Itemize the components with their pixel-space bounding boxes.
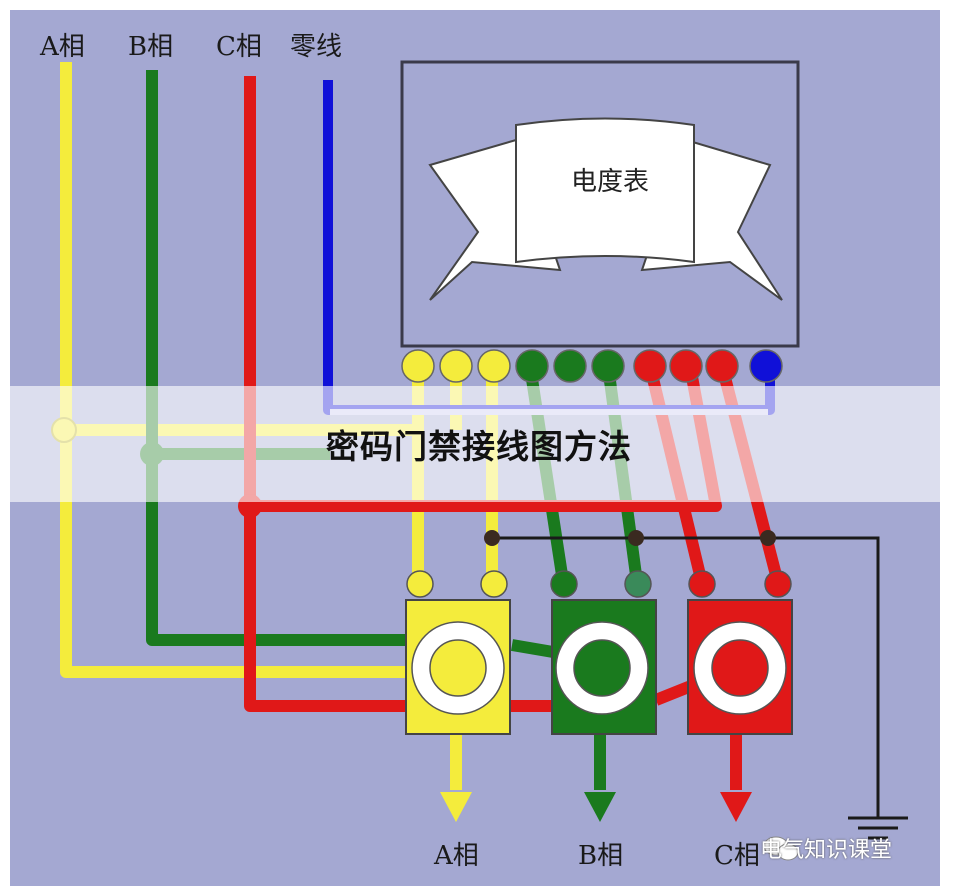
top-label-a-phase: A相: [39, 32, 85, 62]
top-label-c-phase: C相: [216, 32, 262, 62]
meter-ribbon: [428, 117, 783, 301]
ct-phase-a: [405, 570, 511, 735]
ct-phase-b: [550, 570, 657, 735]
bottom-label-a-phase: A相: [433, 841, 479, 871]
terminal-b2: [553, 349, 587, 383]
bus-node: [760, 530, 776, 546]
arrow-b-icon: [584, 792, 616, 822]
terminal-a1: [401, 349, 435, 383]
ground-bus: [492, 536, 908, 840]
arrow-a-icon: [440, 792, 472, 822]
ct-phase-c: [687, 570, 793, 735]
top-label-neutral: 零线: [290, 32, 342, 62]
terminal-neutral: [749, 349, 783, 383]
terminal-b1: [515, 349, 549, 383]
bottom-label-b-phase: B相: [578, 841, 623, 871]
title-banner: [0, 386, 958, 502]
bus-node: [484, 530, 500, 546]
terminal-b3: [591, 349, 625, 383]
watermark-text: 电气知识课堂: [760, 838, 893, 863]
terminal-c3: [705, 349, 739, 383]
bottom-label-c-phase: C相: [714, 841, 760, 871]
top-label-b-phase: B相: [128, 32, 173, 62]
bus-node: [628, 530, 644, 546]
terminal-a3: [477, 349, 511, 383]
meter-label: 电度表: [571, 167, 649, 197]
wechat-icon: [763, 836, 799, 861]
terminal-c1: [633, 349, 667, 383]
arrow-c-icon: [720, 792, 752, 822]
banner-title: 密码门禁接线图方法: [326, 427, 632, 466]
terminal-c2: [669, 349, 703, 383]
terminal-a2: [439, 349, 473, 383]
meter-terminals: [401, 349, 783, 383]
